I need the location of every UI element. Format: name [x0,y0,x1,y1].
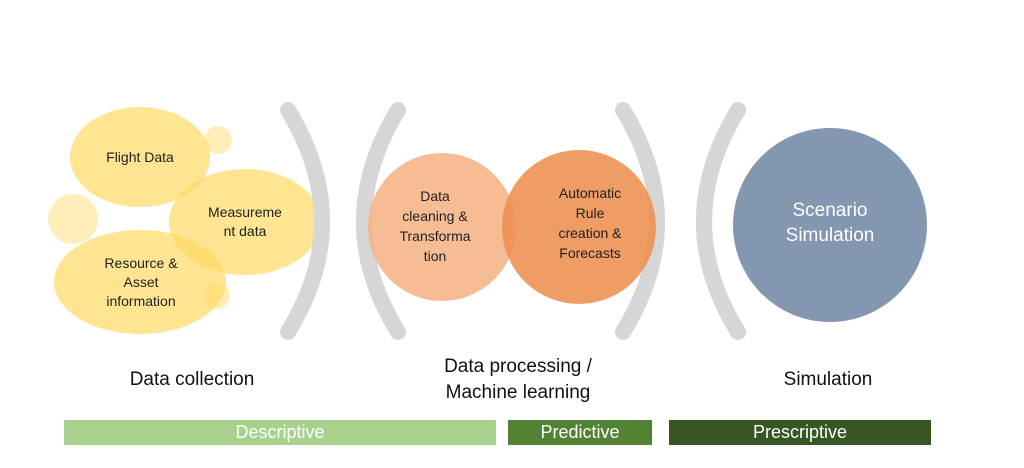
predictive-bar: Predictive [508,420,652,445]
simulation-label: Simulation [783,369,873,390]
rule-creation-circle [502,150,656,304]
decorative-bubble [48,194,98,244]
data-processing-label-line2: Machine learning [445,382,591,403]
data-collection-cluster: Flight Data Measureme nt data Resource &… [48,107,321,334]
flight-data-label: Flight Data [106,149,174,165]
decorative-bubble [204,126,232,154]
resource-asset-label-line1: Resource & [104,255,178,271]
data-cleaning-label-line3: Transforma [399,228,470,244]
data-cleaning-label-line4: tion [424,248,447,264]
data-processing-label-line1: Data processing / [444,356,592,377]
data-processing-cluster: Data cleaning & Transforma tion Automati… [368,150,656,304]
scenario-simulation-label-line2: Simulation [786,225,875,246]
rule-creation-label-line1: Automatic [559,185,621,201]
right-bracket-2 [615,102,665,340]
rule-creation-label-line4: Forecasts [559,245,620,261]
rule-creation-label-line2: Rule [576,205,605,221]
simulation-cluster: Scenario Simulation [733,128,927,322]
resource-asset-label-line2: Asset [123,274,158,290]
flight-data-bubble [70,107,210,207]
scenario-simulation-circle [733,128,927,322]
resource-asset-label-line3: information [106,293,175,309]
data-collection-label: Data collection [129,369,255,390]
prescriptive-bar: Prescriptive [669,420,931,445]
measurement-data-label-line2: nt data [224,223,267,239]
stage-brackets [280,102,746,340]
measurement-data-label-line1: Measureme [208,204,282,220]
data-cleaning-circle [368,153,516,301]
left-bracket-2 [696,102,746,340]
right-bracket-1 [280,102,330,340]
data-cleaning-label-line1: Data [420,188,450,204]
resource-asset-bubble [54,230,226,334]
scenario-simulation-label-line1: Scenario [793,200,868,221]
data-cleaning-label-line2: cleaning & [402,208,468,224]
left-bracket-1 [356,102,406,340]
descriptive-bar: Descriptive [64,420,496,445]
data-processing-label: Data processing / Machine learning [408,354,628,406]
measurement-data-bubble [169,169,321,275]
rule-creation-label-line3: creation & [558,225,622,241]
